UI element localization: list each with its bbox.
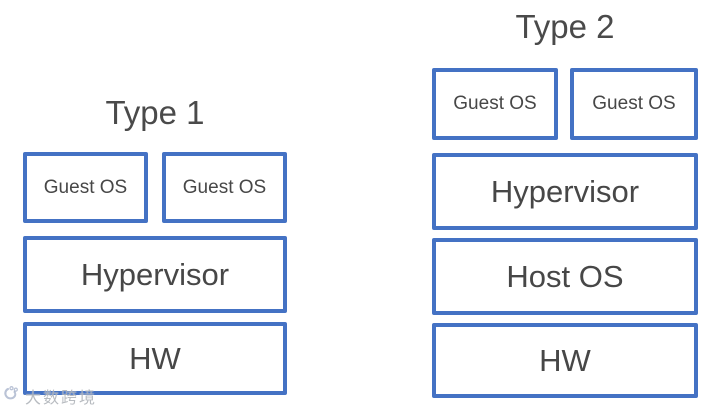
type1-guest-os-box-left: Guest OS [23,152,148,223]
watermark-swirl-logo-icon [3,385,23,408]
type1-title: Type 1 [105,94,205,131]
type2-hardware-box: HW [432,323,698,398]
type1-hardware-box: HW [23,322,287,395]
type2-title: Type 2 [515,8,615,45]
type2-hypervisor-box: Hypervisor [432,153,698,230]
type1-hypervisor-box: Hypervisor [23,236,287,313]
type2-guest-os-box-right: Guest OS [570,68,698,140]
type2-host-os-box: Host OS [432,238,698,315]
type2-guest-os-box-left: Guest OS [432,68,558,140]
type1-guest-os-box-right: Guest OS [162,152,287,223]
